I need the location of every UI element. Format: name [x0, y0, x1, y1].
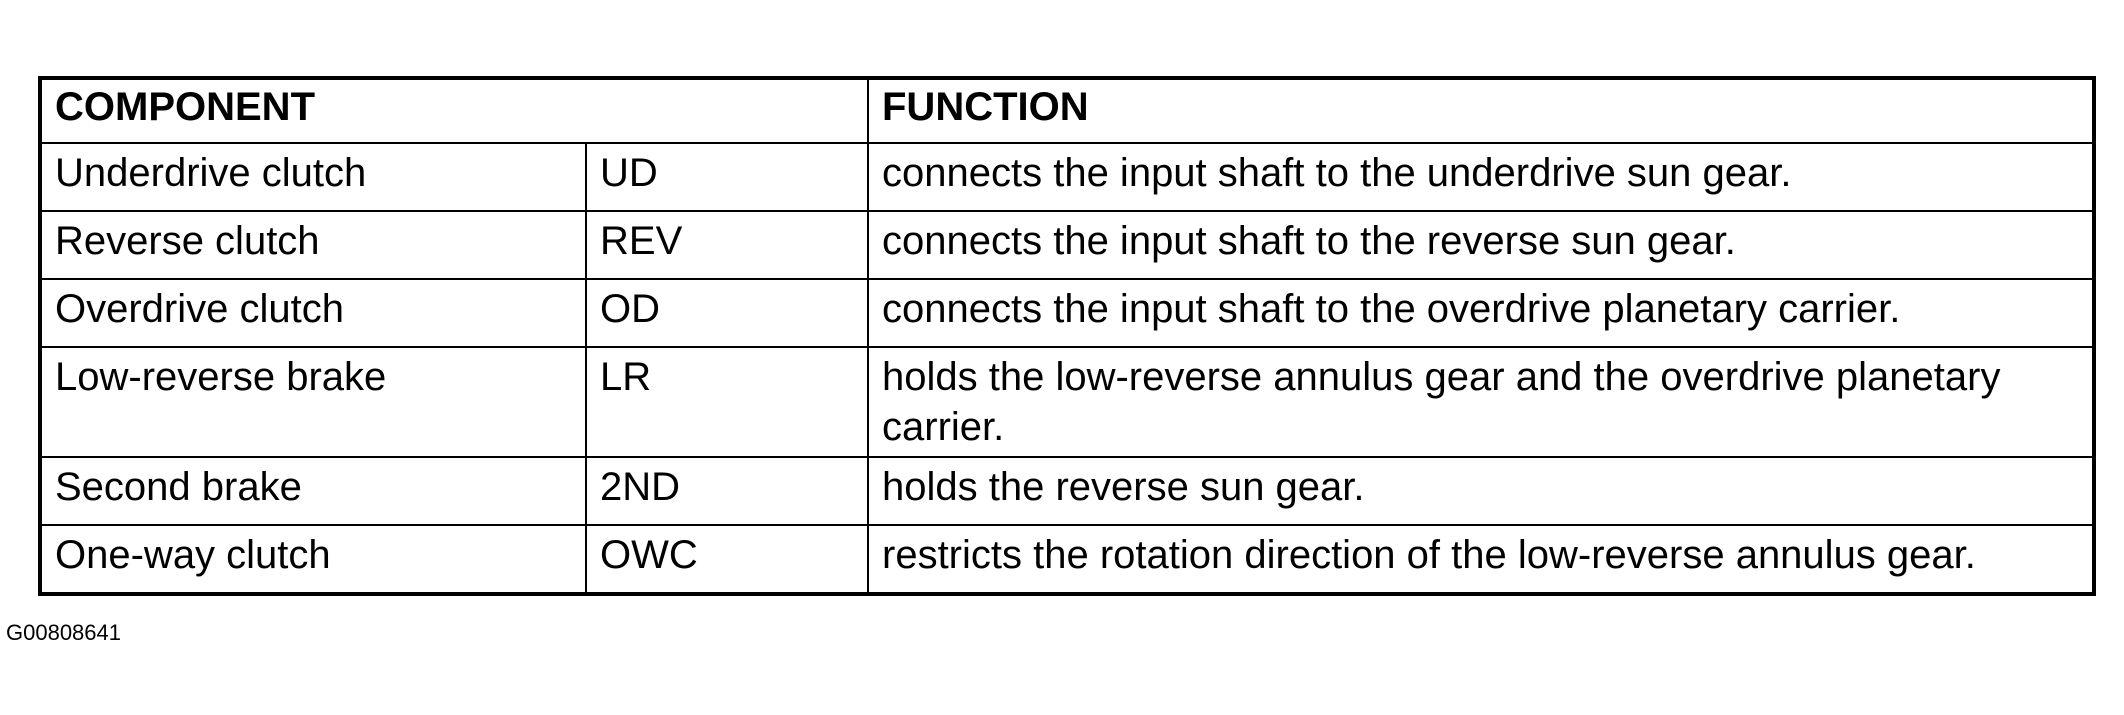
component-function: holds the reverse sun gear.: [867, 456, 2095, 526]
figure-id: G00808641: [6, 620, 121, 645]
component-function: connects the input shaft to the underdri…: [867, 142, 2095, 212]
component-abbreviation: 2ND: [585, 456, 869, 526]
table-header-row: COMPONENT FUNCTION: [39, 77, 2095, 144]
table-row: Low-reverse brake LR holds the low-rever…: [39, 346, 2095, 458]
component-name: One-way clutch: [39, 524, 587, 595]
component-abbreviation: LR: [585, 346, 869, 458]
component-name: Low-reverse brake: [39, 346, 587, 458]
component-name: Overdrive clutch: [39, 278, 587, 348]
component-abbreviation: REV: [585, 210, 869, 280]
component-name: Reverse clutch: [39, 210, 587, 280]
component-function: connects the input shaft to the reverse …: [867, 210, 2095, 280]
component-function: holds the low-reverse annulus gear and t…: [867, 346, 2095, 458]
component-abbreviation: UD: [585, 142, 869, 212]
table-row: Second brake 2ND holds the reverse sun g…: [39, 456, 2095, 526]
table-row: Reverse clutch REV connects the input sh…: [39, 210, 2095, 280]
component-function: restricts the rotation direction of the …: [867, 524, 2095, 595]
component-name: Second brake: [39, 456, 587, 526]
header-component: COMPONENT: [39, 77, 869, 144]
component-abbreviation: OD: [585, 278, 869, 348]
table-row: Underdrive clutch UD connects the input …: [39, 142, 2095, 212]
component-function: connects the input shaft to the overdriv…: [867, 278, 2095, 348]
table-row: Overdrive clutch OD connects the input s…: [39, 278, 2095, 348]
header-function: FUNCTION: [867, 77, 2095, 144]
table-row: One-way clutch OWC restricts the rotatio…: [39, 524, 2095, 595]
component-function-table: COMPONENT FUNCTION Underdrive clutch UD …: [38, 76, 2096, 596]
component-abbreviation: OWC: [585, 524, 869, 595]
component-name: Underdrive clutch: [39, 142, 587, 212]
